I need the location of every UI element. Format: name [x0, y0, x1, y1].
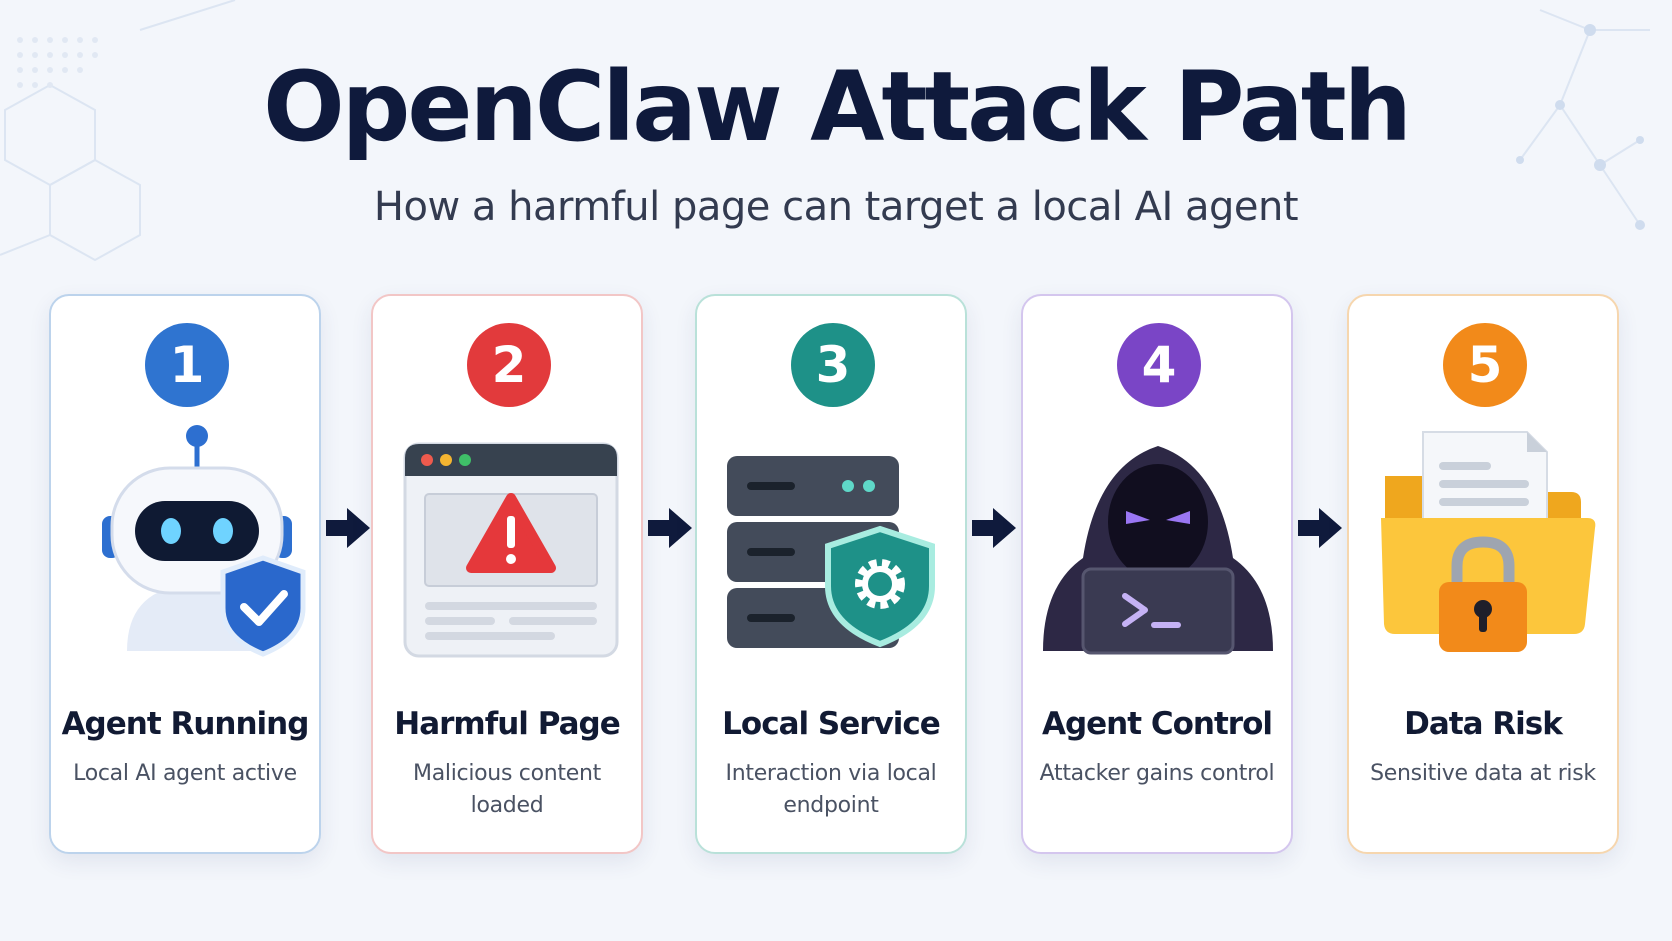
step-card-agent-control: 4 Agent Control Attacker gains control — [1021, 294, 1293, 854]
robot-shield-icon — [102, 425, 306, 657]
arrow-right-icon — [648, 508, 692, 548]
step-title: Agent Running — [61, 706, 310, 742]
step-card-harmful-page: 2 Harmful Page Malicious content loaded — [371, 294, 643, 854]
page-title: OpenClaw Attack Path — [263, 51, 1412, 163]
step-number-badge: 5 — [1443, 323, 1527, 407]
step-description: Sensitive data at risk — [1370, 761, 1596, 786]
step-number-badge: 4 — [1117, 323, 1201, 407]
step-title: Data Risk — [1404, 706, 1563, 742]
arrow-right-icon — [972, 508, 1016, 548]
hooded-attacker-icon — [1043, 446, 1273, 655]
step-number-badge: 1 — [145, 323, 229, 407]
step-description: Interaction via local endpoint — [725, 761, 937, 818]
step-number-badge: 2 — [467, 323, 551, 407]
step-title: Harmful Page — [394, 706, 620, 742]
arrow-right-icon — [1298, 508, 1342, 548]
step-number-badge: 3 — [791, 323, 875, 407]
locked-folder-icon — [1381, 431, 1596, 652]
step-card-data-risk: 5 Data Risk Sensitive data at risk — [1347, 294, 1619, 854]
step-card-agent-running: 1 Agent Running Local AI agent active — [49, 294, 321, 854]
step-title: Agent Control — [1041, 706, 1273, 742]
step-description: Local AI agent active — [73, 761, 297, 786]
warning-browser-icon — [403, 442, 619, 658]
page-subtitle: How a harmful page can target a local AI… — [373, 184, 1299, 230]
step-title: Local Service — [722, 706, 941, 742]
server-shield-icon — [727, 456, 935, 648]
step-description: Attacker gains control — [1039, 761, 1275, 786]
step-description: Malicious content loaded — [413, 761, 601, 818]
step-card-local-service: 3 Local Service Interaction via local en… — [695, 294, 967, 854]
arrow-right-icon — [326, 508, 370, 548]
